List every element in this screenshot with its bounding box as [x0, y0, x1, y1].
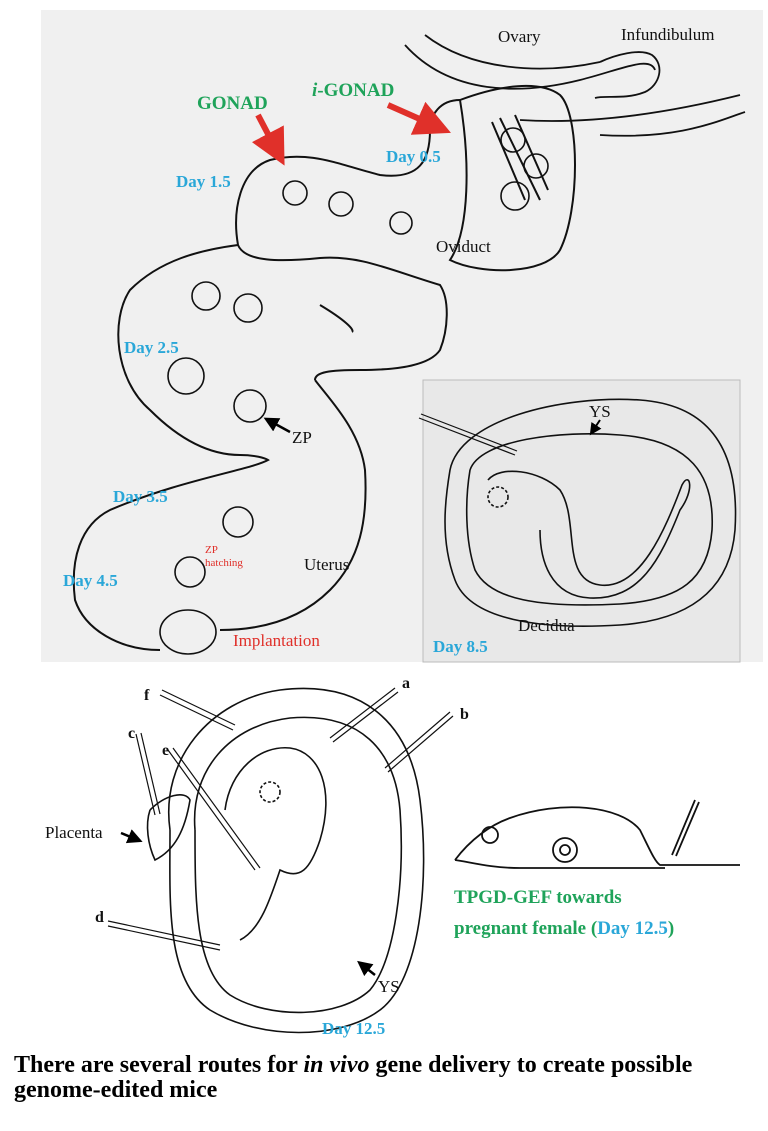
oviduct-outline: [72, 85, 576, 651]
day-8-5-inset: [422, 379, 741, 663]
day-4-5-label: Day 4.5: [63, 571, 118, 590]
ovary-drawing: [404, 34, 746, 137]
label-d: d: [95, 909, 104, 926]
placenta-label: Placenta: [45, 823, 103, 842]
igonad-arrow: [386, 101, 451, 135]
leader-lines: [107, 413, 518, 951]
day-12-5-label: Day 12.5: [322, 1019, 385, 1038]
day-1-5-label: Day 1.5: [176, 172, 231, 191]
mouse-drawing: [454, 799, 740, 869]
label-c: c: [128, 725, 135, 742]
day-0-5-label: Day 0.5: [386, 147, 441, 166]
implantation-label: Implantation: [233, 631, 320, 650]
ys-label-top: YS: [589, 402, 611, 421]
ys-arrow-bottom: [357, 960, 376, 977]
zp-hatching-label-2: hatching: [205, 557, 243, 569]
day-2-5-label: Day 2.5: [124, 338, 179, 357]
label-b: b: [460, 706, 469, 723]
decidua-label: Decidua: [518, 616, 575, 635]
zp-label: ZP: [292, 428, 312, 447]
label-e: e: [162, 742, 169, 759]
uterus-label: Uterus: [304, 555, 349, 574]
ovary-label: Ovary: [498, 27, 541, 46]
day-3-5-label: Day 3.5: [113, 487, 168, 506]
day-12-5-embryo: [146, 687, 425, 1034]
day-8-5-label: Day 8.5: [433, 637, 488, 656]
oviduct-label: Oviduct: [436, 237, 491, 256]
zp-arrow: [263, 417, 291, 434]
tpgd-label-line1: TPGD-GEF towards: [454, 887, 622, 908]
placenta-arrow: [120, 829, 143, 844]
zp-hatching-label-1: ZP: [205, 544, 218, 556]
label-a: a: [402, 675, 410, 692]
gonad-label: GONAD: [197, 93, 268, 114]
day-8-5-embryo: [444, 398, 737, 627]
tpgd-label-line2: pregnant female (Day 12.5): [454, 918, 674, 939]
infundibulum-label: Infundibulum: [621, 25, 715, 44]
ys-label-bottom: YS: [378, 977, 400, 996]
gonad-arrow: [251, 113, 285, 166]
embryo-set: [159, 127, 549, 655]
label-f: f: [144, 687, 150, 704]
ys-arrow-top: [589, 419, 602, 436]
figure-caption: There are several routes for in vivo gen…: [14, 1052, 693, 1103]
igonad-label: i-GONAD: [312, 80, 394, 101]
